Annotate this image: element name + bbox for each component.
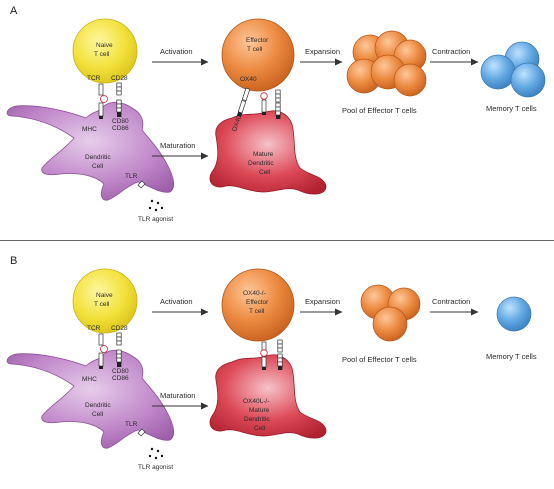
dendritic-label-b-1: Dendritic	[85, 402, 111, 409]
effector-pool-a	[346, 30, 427, 97]
expansion-label-b: Expansion	[305, 297, 340, 306]
cd28-label-a: CD28	[111, 75, 128, 82]
maturation-label-b: Maturation	[160, 391, 195, 400]
contraction-label-a: Contraction	[432, 47, 470, 56]
cd86-label-a: CD86	[112, 125, 129, 132]
cd80-label-a: CD80	[112, 118, 129, 125]
naive-t-cell-a	[72, 18, 138, 84]
tcr-label-b: TCR	[87, 325, 101, 332]
activation-label-b: Activation	[160, 297, 193, 306]
panel-b: B Dendritic Cell Naive T cell TCR CD28 M…	[6, 255, 537, 471]
tlr-receptor-a	[137, 180, 146, 189]
memory-label-a: Memory T cells	[486, 104, 537, 113]
dendritic-cell-a	[6, 101, 174, 201]
effector-label-b-2: Effector	[246, 299, 269, 306]
tlr-agonist-dots-b	[148, 447, 164, 460]
pool-label-b: Pool of Effector T cells	[342, 355, 417, 364]
memory-label-b: Memory T cells	[486, 352, 537, 361]
naive-label-a-1: Naive	[96, 42, 113, 49]
mature-label-a-2: Dendritic	[248, 160, 274, 167]
tcr-label-a: TCR	[87, 75, 101, 82]
ox40-label-a: OX40	[240, 76, 257, 83]
cd86-label-b: CD86	[112, 375, 129, 382]
maturation-label-a: Maturation	[160, 141, 195, 150]
mhc-label-b: MHC	[82, 376, 97, 383]
tlr-agonist-dots-a	[148, 199, 164, 212]
cd28-cd80-complex-a	[116, 82, 122, 117]
memory-t-cells-b	[496, 296, 532, 332]
dendritic-label-b-2: Cell	[92, 411, 104, 418]
effector-t-cell-a	[221, 18, 295, 92]
mature-dendritic-cell-a	[209, 110, 327, 195]
naive-label-a-2: T cell	[94, 51, 110, 58]
pool-label-a: Pool of Effector T cells	[342, 106, 417, 115]
tcr-mhc-complex-b	[98, 333, 108, 369]
naive-label-b-1: Naive	[96, 292, 113, 299]
tlr-agonist-label-b: TLR agonist	[138, 464, 173, 471]
mature-label-b-4: Cell	[254, 425, 266, 432]
contraction-label-b: Contraction	[432, 297, 470, 306]
mature-label-b-1: OX40L-/-	[243, 398, 269, 405]
tlr-label-a: TLR	[125, 173, 138, 180]
expansion-label-a: Expansion	[305, 47, 340, 56]
effector-t-cell-b	[221, 268, 295, 342]
panel-a: A Dendritic Cell Naive T cell TCR CD28 M…	[6, 5, 546, 223]
effector-label-b-3: T cell	[249, 308, 265, 315]
tcr-complex-b-effector	[260, 339, 283, 370]
tlr-receptor-b	[137, 428, 146, 437]
cd28-label-b: CD28	[111, 325, 128, 332]
mhc-label-a: MHC	[82, 126, 97, 133]
cd28-cd80-complex-b	[116, 332, 122, 367]
tlr-label-b: TLR	[125, 421, 138, 428]
effector-pool-b	[360, 284, 421, 342]
ox40-complex-a	[237, 87, 281, 119]
cd80-label-b: CD80	[112, 368, 129, 375]
mature-label-b-2: Mature	[249, 407, 270, 414]
dendritic-label-a-1: Dendritic	[85, 154, 111, 161]
memory-t-cells-a	[480, 41, 546, 98]
effector-label-a-1: Effector	[246, 37, 269, 44]
dendritic-label-a-2: Cell	[92, 163, 104, 170]
effector-label-a-2: T cell	[247, 46, 263, 53]
naive-label-b-2: T cell	[94, 301, 110, 308]
naive-t-cell-b	[72, 268, 138, 334]
mature-dendritic-cell-b	[209, 354, 327, 439]
tcr-mhc-complex-a	[98, 83, 108, 119]
panel-b-letter: B	[10, 255, 17, 267]
effector-label-b-1: OX40-/-	[243, 290, 266, 297]
activation-label-a: Activation	[160, 47, 193, 56]
panel-a-letter: A	[10, 5, 18, 17]
mature-label-a-1: Mature	[253, 151, 274, 158]
mature-label-b-3: Dendritic	[244, 416, 270, 423]
mature-label-a-3: Cell	[259, 169, 271, 176]
dendritic-cell-b	[6, 349, 174, 449]
tlr-agonist-label-a: TLR agonist	[138, 216, 173, 223]
